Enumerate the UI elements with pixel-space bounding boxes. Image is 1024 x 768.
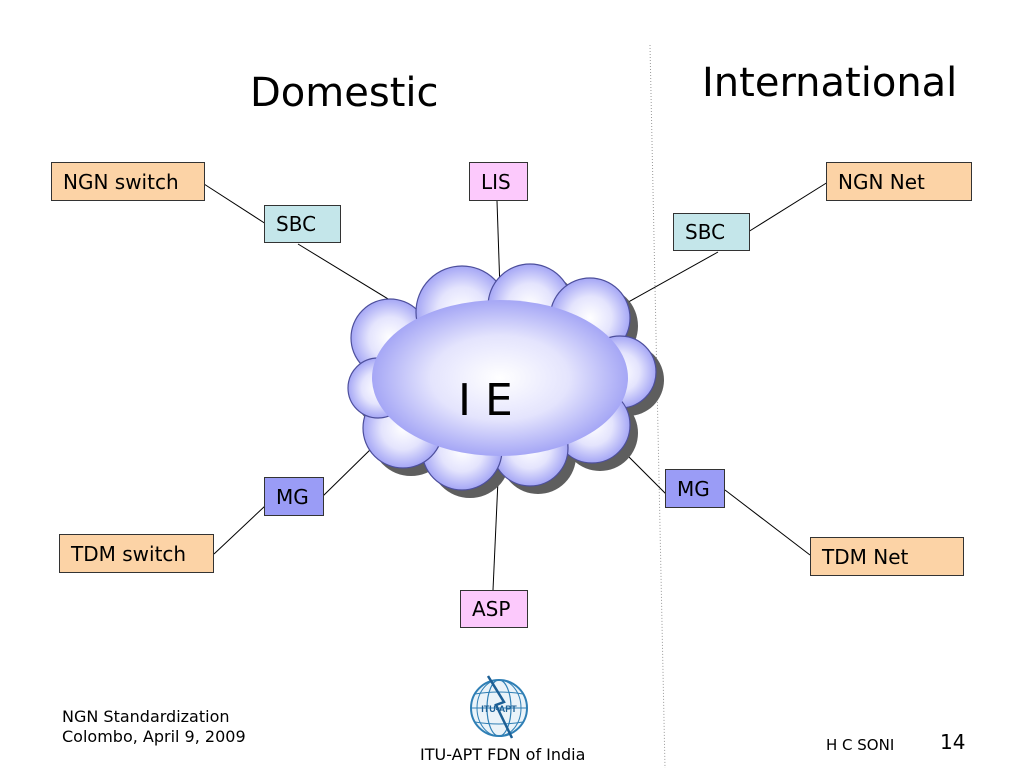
footer-title: NGN Standardization [62,707,230,726]
node-ngn-switch: NGN switch [51,162,205,201]
node-ngn-net: NGN Net [826,162,972,201]
slide-number: 14 [940,730,966,754]
node-asp: ASP [460,590,528,628]
link-mg-tdmswitch [213,505,266,555]
link-ngnswitch-sbc [203,183,267,225]
link-sbc-ie-right [622,251,719,306]
ie-cloud-label: I E [458,375,513,426]
node-lis: LIS [469,162,528,201]
link-ngnnet-sbc [747,181,829,233]
itu-apt-logo-icon: ITU-APT [470,675,528,739]
link-sbc-ie [297,243,399,306]
link-lis-ie [496,200,501,291]
link-ie-asp [492,479,499,591]
footer-author: H C SONI [826,736,895,754]
heading-domestic: Domestic [250,70,439,116]
node-mg-domestic: MG [264,477,324,516]
node-tdm-switch: TDM switch [59,534,214,573]
node-tdm-net: TDM Net [810,537,964,576]
logo-text: ITU-APT [481,704,517,714]
region-divider [649,44,666,768]
node-sbc-domestic: SBC [264,205,341,243]
link-ie-mg-left [322,444,376,497]
footer-organization: ITU-APT FDN of India [420,745,586,764]
link-mg-tdmnet [724,489,811,556]
node-mg-international: MG [665,469,725,508]
node-sbc-international: SBC [673,213,750,251]
footer-date: Colombo, April 9, 2009 [62,727,246,746]
heading-international: International [702,60,958,106]
